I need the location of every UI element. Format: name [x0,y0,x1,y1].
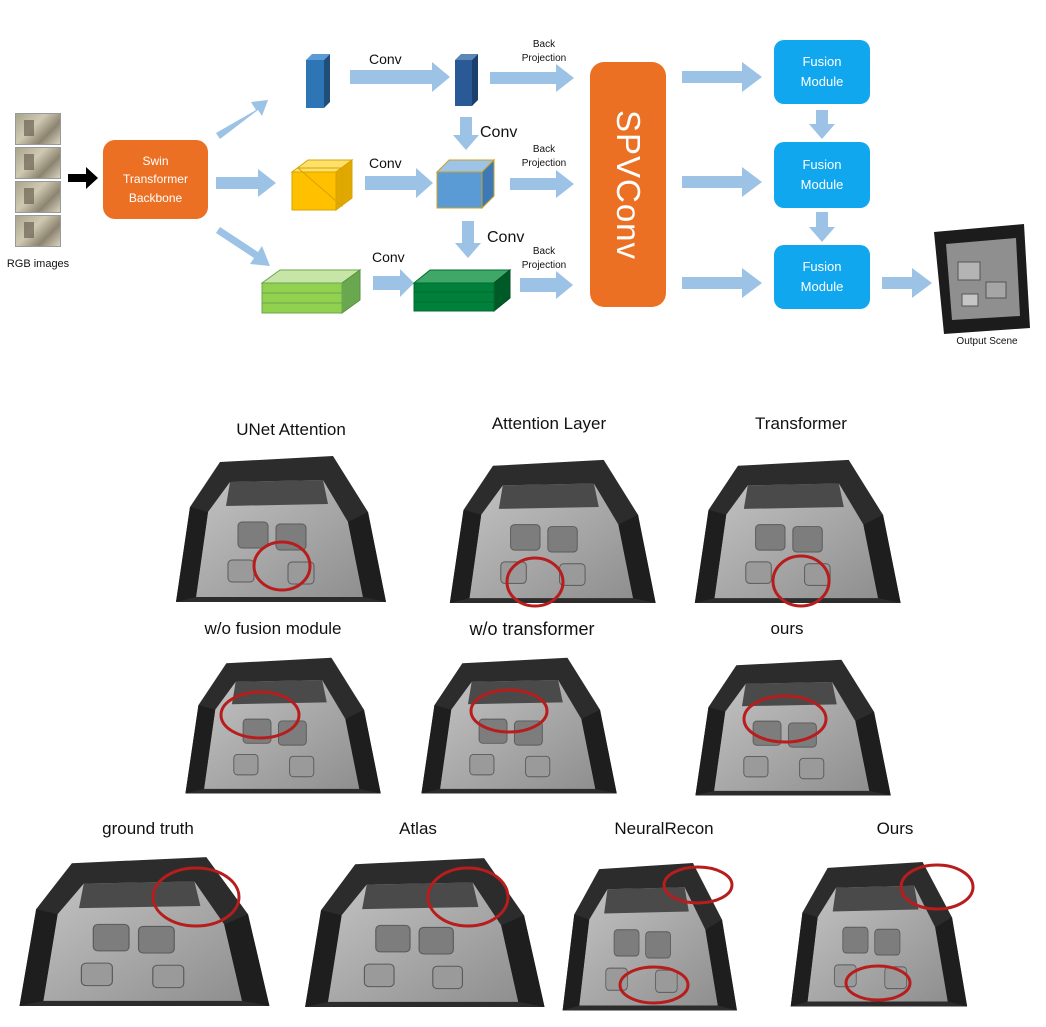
arrow-conv-down-1 [453,117,479,150]
highlight-circle [469,688,549,734]
arrow-spv-to-fusion-1 [682,62,762,92]
fusion-module-1: Fusion Module [774,40,870,104]
highlight-circle [151,866,241,928]
feature-volume-bottom-conv [412,268,512,313]
caption-ours-ablation: ours [770,619,804,638]
mesh-wo-transformer [420,657,618,794]
arrow-backbone-to-bottom [216,227,270,266]
arrow-backproj-top [490,64,574,92]
highlight-circle [219,690,301,740]
rgb-image-thumbnail [15,181,61,213]
mesh-attention-layer [449,459,657,604]
mesh-atlas [304,857,546,1008]
highlight-circle [844,964,912,1002]
conv-label-bottom: Conv [372,249,405,265]
fusion-module-2: Fusion Module [774,142,870,208]
fusion-module-label: Fusion Module [800,156,844,192]
spvconv-label: SPVConv [610,109,647,260]
highlight-circle [899,863,975,911]
fusion-module-3: Fusion Module [774,245,870,309]
mesh-transformer [694,459,902,604]
caption-wo-transformer: w/o transformer [469,619,595,639]
backbone-box: Swin Transformer Backbone [103,140,208,219]
caption-ours-comparison: Ours [876,819,914,838]
caption-atlas: Atlas [399,819,437,838]
highlight-circle [505,556,565,608]
arrow-spv-to-fusion-3 [682,268,762,298]
arrow-input-to-backbone [68,167,98,189]
output-label: Output Scene [956,336,1018,347]
arrow-backproj-bottom [520,271,573,299]
fusion-module-label: Fusion Module [800,53,844,89]
arrow-conv-down-2 [455,221,481,258]
arrow-backbone-to-top [216,100,268,139]
conv-label-down-1: Conv [480,124,518,141]
arrow-fusion-down-1 [809,110,835,139]
conv-label-mid: Conv [369,155,402,171]
arrow-fusion-to-output [882,268,932,298]
highlight-circle [426,866,510,928]
input-label: RGB images [6,258,70,270]
feature-volume-mid-conv [435,158,496,210]
mesh-ours-ablation [694,659,892,796]
back-projection-label-mid: Back Projection [521,144,567,169]
feature-volume-bottom [260,269,362,314]
arrow-conv-mid [365,168,433,198]
spvconv-box: SPVConv [590,62,666,307]
caption-attention-layer: Attention Layer [491,414,607,433]
arrow-backbone-to-mid [216,169,276,197]
caption-unet-attention: UNet Attention [236,420,346,439]
arrow-conv-bottom [373,269,414,297]
back-projection-label-bottom: Back Projection [521,246,567,271]
highlight-circle [252,540,312,592]
conv-label-top: Conv [369,51,402,67]
highlight-circle [662,865,734,905]
rgb-image-thumbnail [15,147,61,179]
rgb-image-thumbnail [15,215,61,247]
caption-neuralrecon: NeuralRecon [614,819,714,838]
mesh-ours-comparison [790,861,968,1007]
arrow-backproj-mid [510,170,574,198]
output-scene-image [934,224,1030,334]
caption-transformer: Transformer [755,414,847,433]
feature-volume-top-conv [455,54,478,106]
conv-label-down-2: Conv [487,229,525,246]
back-projection-label-top: Back Projection [521,39,567,64]
caption-wo-fusion-module: w/o fusion module [204,619,342,638]
backbone-label: Swin Transformer Backbone [123,153,188,205]
highlight-circle [618,965,690,1005]
arrow-fusion-down-2 [809,212,835,242]
fusion-module-label: Fusion Module [800,258,844,294]
highlight-circle [742,694,828,744]
arrow-conv-top [350,62,450,92]
mesh-neuralrecon [562,862,738,1012]
feature-volume-top [306,54,330,108]
rgb-image-thumbnail [15,113,61,145]
mesh-unet-attention [175,455,387,603]
highlight-circle [771,554,831,608]
caption-ground-truth: ground truth [102,819,194,838]
arrow-spv-to-fusion-2 [682,167,762,197]
pipeline-arrows [216,62,932,299]
feature-volume-mid [290,159,354,211]
mesh-wo-fusion-module [184,657,382,794]
